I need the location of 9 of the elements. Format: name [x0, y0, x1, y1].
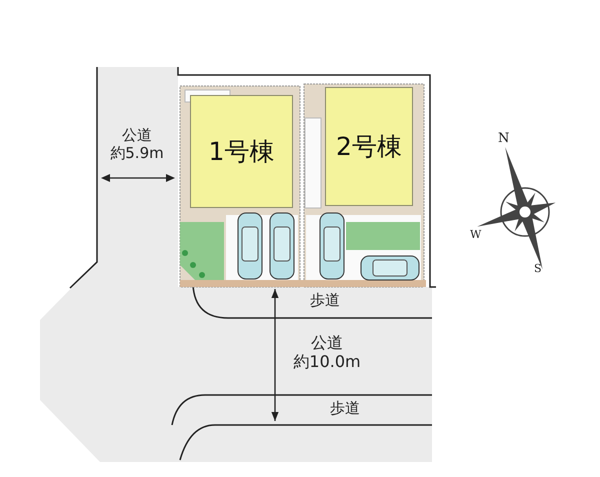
house-box: 1号棟	[190, 95, 293, 208]
compass-letter: N	[498, 131, 510, 147]
road-label: 公道約5.9m	[109, 126, 165, 162]
compass-letter: S	[534, 262, 542, 276]
road-label: 公道約10.0m	[292, 333, 362, 372]
sidewalk-label: 歩道	[310, 291, 340, 309]
sidewalk-label: 歩道	[330, 399, 360, 417]
house-box: 2号棟	[325, 87, 413, 206]
compass-letter: W	[470, 228, 482, 242]
